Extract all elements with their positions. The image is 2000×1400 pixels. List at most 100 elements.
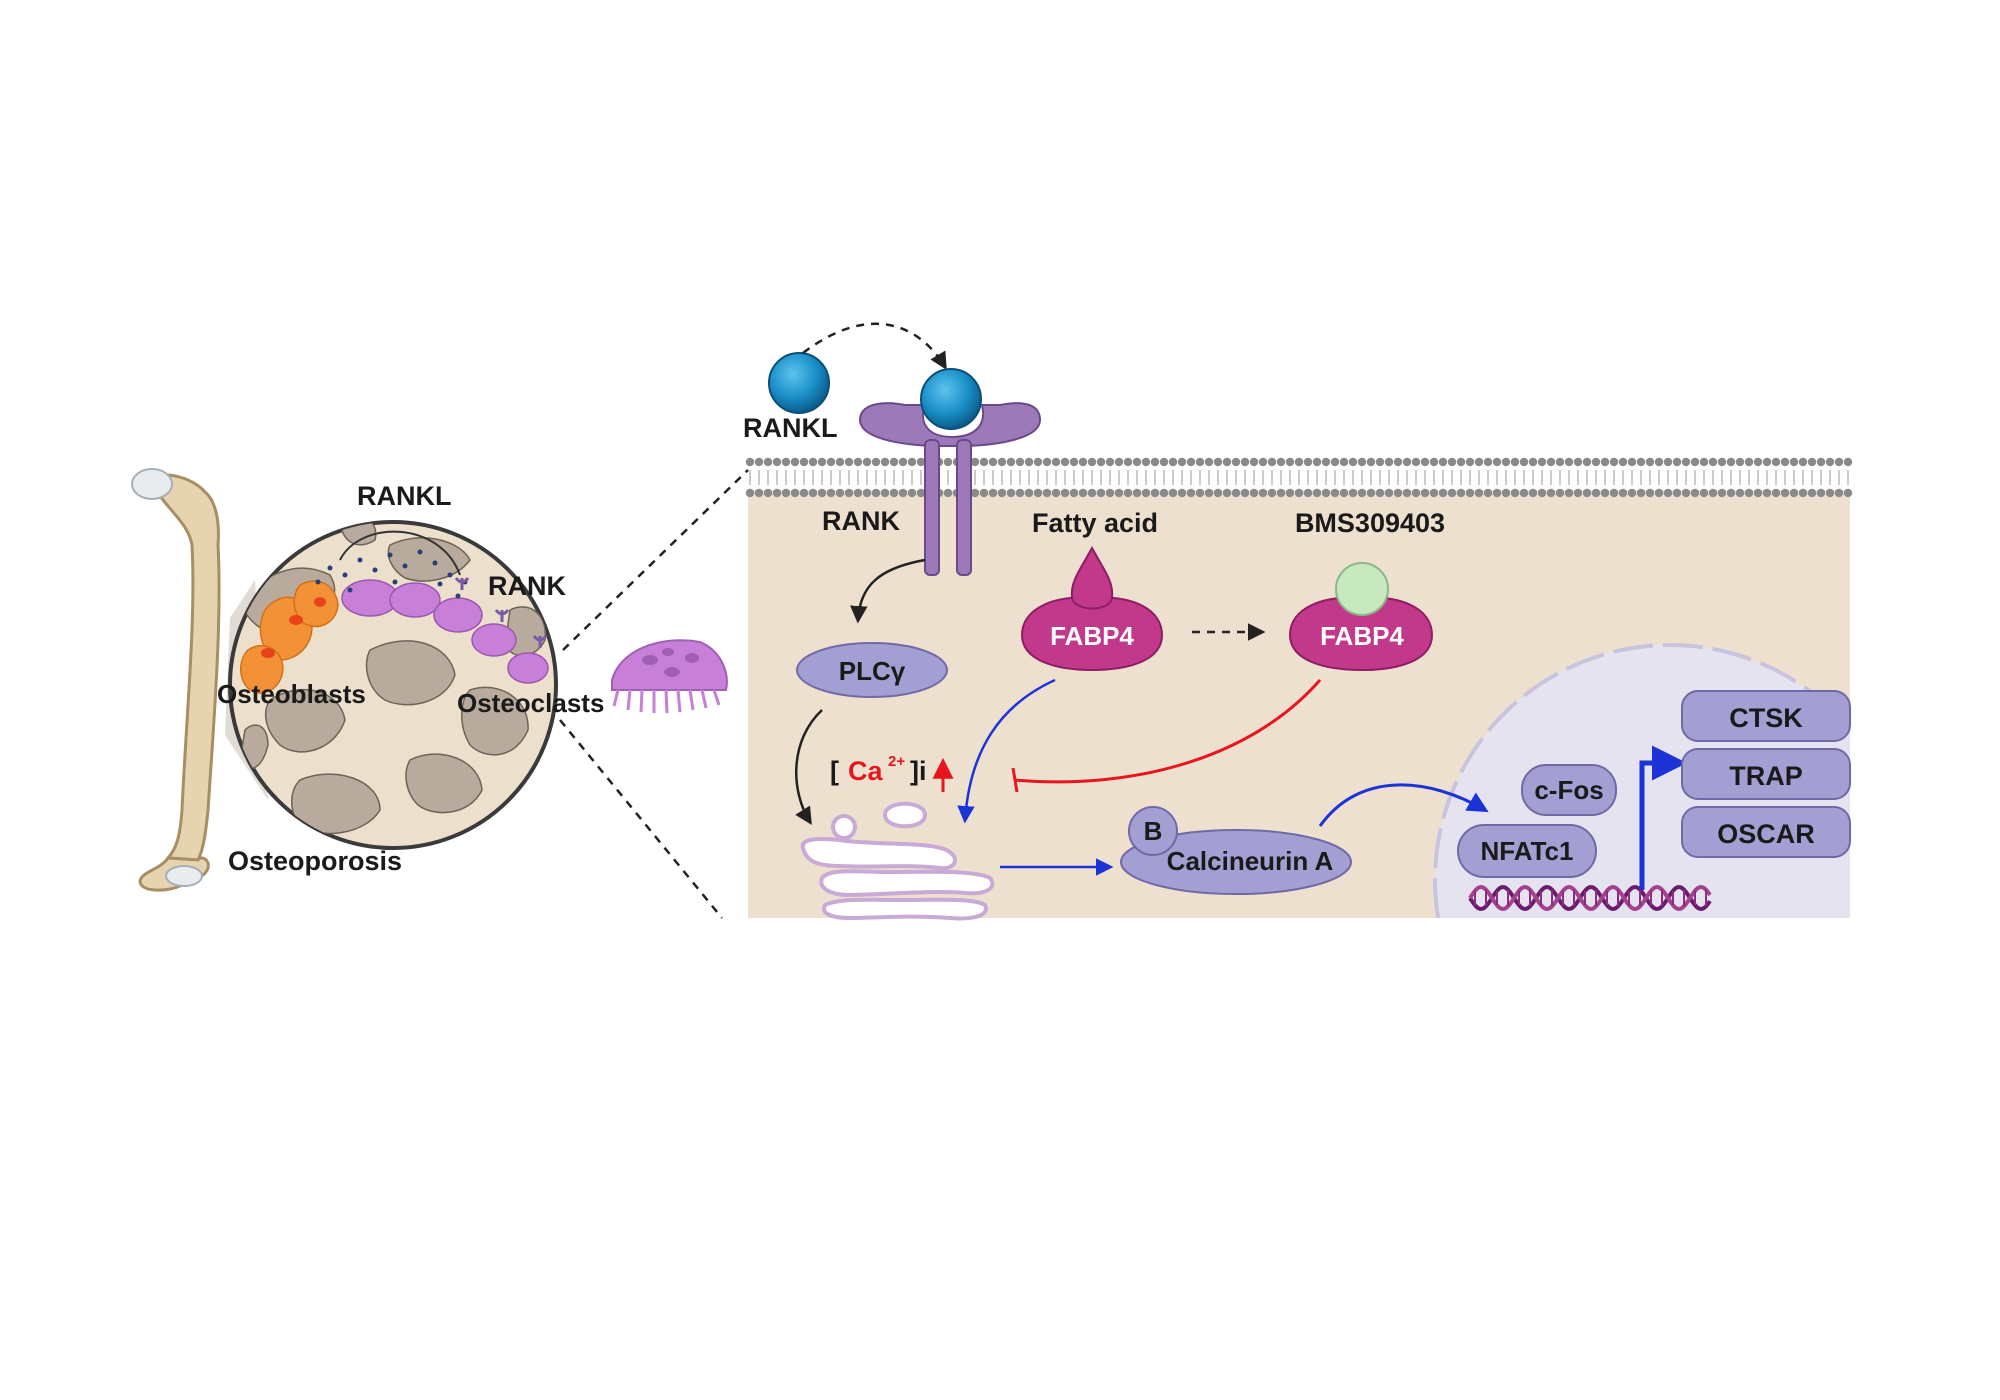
- lipid-head: [916, 457, 926, 467]
- lipid-head: [772, 488, 782, 498]
- lipid-head: [1132, 488, 1142, 498]
- gene-box-oscar: [1681, 806, 1851, 858]
- lipid-head: [1276, 457, 1286, 467]
- lipid-head: [1537, 457, 1547, 467]
- lipid-head: [1348, 488, 1358, 498]
- lipid-head: [979, 488, 989, 498]
- lipid-head: [772, 457, 782, 467]
- lipid-head: [1078, 457, 1088, 467]
- lipid-head: [1843, 488, 1853, 498]
- lipid-head: [1402, 457, 1412, 467]
- lipid-head: [1339, 488, 1349, 498]
- lipid-head: [799, 457, 809, 467]
- lipid-head: [1744, 457, 1754, 467]
- cfos-label: c-Fos: [1534, 775, 1603, 805]
- lipid-head: [907, 457, 917, 467]
- rankl-dots: [315, 549, 468, 599]
- bms309403-label: BMS309403: [1295, 508, 1445, 538]
- lipid-head: [1285, 488, 1295, 498]
- lipid-head: [1762, 488, 1772, 498]
- lipid-head: [1519, 457, 1529, 467]
- lipid-head: [1681, 488, 1691, 498]
- lipid-head: [763, 488, 773, 498]
- lipid-head: [1564, 457, 1574, 467]
- lipid-head: [1222, 457, 1232, 467]
- lipid-head: [817, 488, 827, 498]
- lipid-head: [970, 488, 980, 498]
- lipid-head: [1105, 488, 1115, 498]
- lipid-head: [1834, 457, 1844, 467]
- arrow-rank-to-plcg: [850, 558, 926, 624]
- lipid-head: [1294, 488, 1304, 498]
- lipid-head: [1600, 488, 1610, 498]
- lipid-head: [1051, 488, 1061, 498]
- lipid-head: [1069, 488, 1079, 498]
- lipid-head: [1267, 488, 1277, 498]
- lipid-head: [790, 457, 800, 467]
- rankl-ligand: [768, 322, 947, 414]
- lipid-head: [1321, 457, 1331, 467]
- lipid-head: [1753, 457, 1763, 467]
- lipid-head: [1294, 457, 1304, 467]
- lipid-head: [790, 488, 800, 498]
- lipid-head: [1159, 488, 1169, 498]
- lipid-head: [1438, 488, 1448, 498]
- lipid-head: [1087, 457, 1097, 467]
- lipid-head: [1141, 488, 1151, 498]
- lipid-head: [799, 488, 809, 498]
- lipid-head: [988, 488, 998, 498]
- arrow-plcg-to-er: [795, 709, 823, 825]
- lipid-head: [1654, 457, 1664, 467]
- cfos-nfatc1-complex: c-Fos NFATc1: [1457, 764, 1617, 878]
- lipid-head: [1798, 457, 1808, 467]
- lipid-head: [745, 457, 755, 467]
- lipid-head: [880, 457, 890, 467]
- lipid-head: [1582, 457, 1592, 467]
- lipid-head: [1771, 488, 1781, 498]
- lipid-head: [898, 457, 908, 467]
- plcg-label: PLCγ: [839, 656, 906, 686]
- lipid-head: [1420, 457, 1430, 467]
- lipid-head: [1123, 488, 1133, 498]
- lipid-head: [1330, 488, 1340, 498]
- lipid-head: [1096, 488, 1106, 498]
- lipid-head: [1006, 488, 1016, 498]
- lipid-head: [1744, 488, 1754, 498]
- lipid-head: [1456, 488, 1466, 498]
- lipid-head: [1816, 488, 1826, 498]
- lipid-head: [1168, 488, 1178, 498]
- lipid-head: [1393, 457, 1403, 467]
- calcium-label: [ Ca 2+ ]i: [830, 753, 954, 792]
- lipid-head: [1321, 488, 1331, 498]
- lipid-head: [1492, 457, 1502, 467]
- fabp4-label-2: FABP4: [1320, 621, 1404, 651]
- lipid-head: [1240, 488, 1250, 498]
- lipid-head: [889, 488, 899, 498]
- lipid-head: [844, 457, 854, 467]
- lipid-head: [1465, 457, 1475, 467]
- lipid-head: [1303, 488, 1313, 498]
- lipid-head: [1546, 488, 1556, 498]
- ca-bracket-open: [: [830, 756, 839, 786]
- lipid-head: [1204, 488, 1214, 498]
- lipid-head: [1627, 488, 1637, 498]
- lipid-head: [1276, 488, 1286, 498]
- lipid-head: [1537, 488, 1547, 498]
- lipid-head: [1483, 488, 1493, 498]
- dna-strand: [1468, 885, 1712, 911]
- lipid-head: [1519, 488, 1529, 498]
- lipid-head: [1483, 457, 1493, 467]
- lipid-head: [1060, 457, 1070, 467]
- lipid-head: [1672, 488, 1682, 498]
- lipid-head: [817, 457, 827, 467]
- lipid-head: [1726, 488, 1736, 498]
- lipid-head: [871, 457, 881, 467]
- lipid-head: [871, 488, 881, 498]
- lipid-head: [997, 488, 1007, 498]
- lipid-head: [754, 488, 764, 498]
- lipid-head: [1735, 457, 1745, 467]
- lipid-head: [1555, 457, 1565, 467]
- lipid-head: [1051, 457, 1061, 467]
- gene-label-trap: TRAP: [1729, 761, 1803, 791]
- gene-label-ctsk: CTSK: [1729, 703, 1803, 733]
